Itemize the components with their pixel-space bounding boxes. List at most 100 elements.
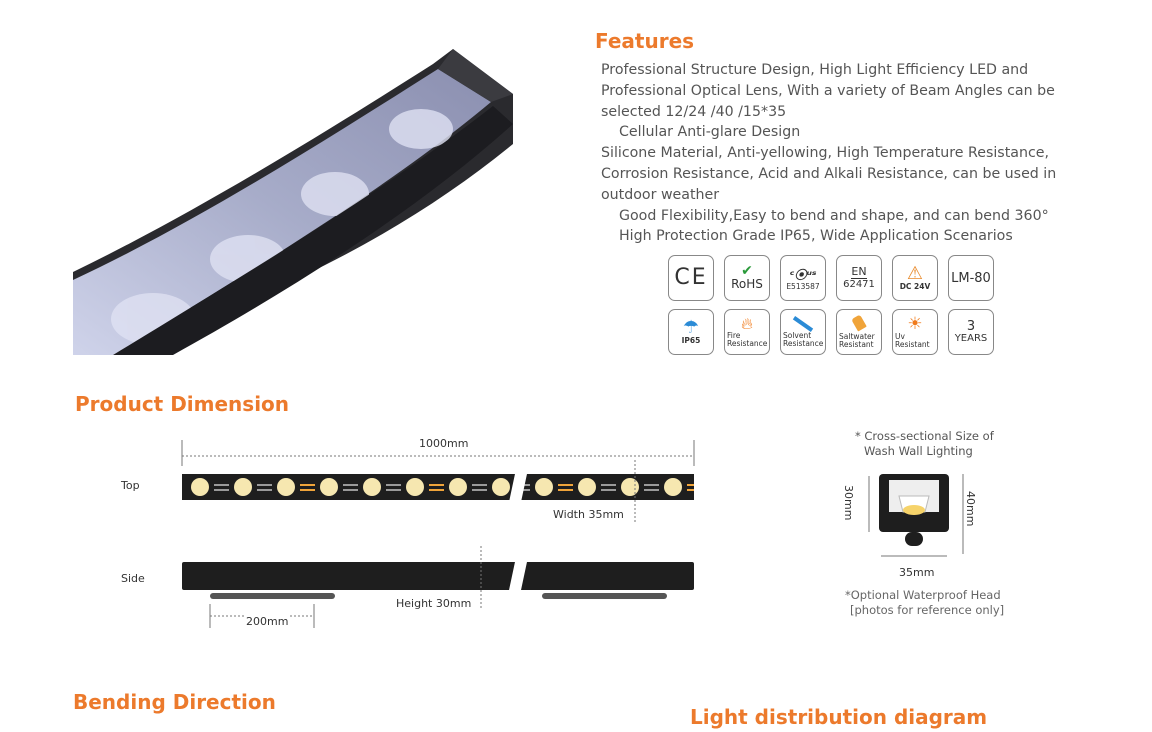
cross-width-label: 35mm: [899, 566, 935, 579]
optional-caption-line: *Optional Waterproof Head: [845, 588, 1001, 602]
lm80-badge: LM-80: [948, 255, 994, 301]
side-view-label: Side: [121, 572, 145, 585]
en-top: EN: [851, 264, 867, 279]
strip-connector: [386, 489, 401, 491]
led-chip: [234, 478, 252, 496]
ul-file-label: E513587: [786, 281, 820, 291]
height-dimension-line: [480, 546, 482, 610]
led-chip: [363, 478, 381, 496]
fire-badge: 🔥︎ Fire Resistance: [724, 309, 770, 355]
cross-caption-line: * Cross-sectional Size of: [855, 429, 994, 443]
ul-badge: ᶜ⦿ᵘˢ E513587: [780, 255, 826, 301]
width-dimension-line: [634, 460, 636, 524]
cross-height-label: 30mm: [842, 485, 855, 521]
strip-connector: [644, 484, 659, 486]
features-list: Professional Structure Design, High Ligh…: [601, 60, 1071, 247]
strip-connector: [300, 489, 315, 491]
pipette-icon: [792, 316, 814, 332]
strip-connector: [343, 489, 358, 491]
rohs-label: RoHS: [731, 277, 763, 291]
ip65-badge: ☂ IP65: [668, 309, 714, 355]
strip-connector: [644, 489, 659, 491]
features-title: Features: [595, 29, 695, 53]
uv-label-2: Resistant: [895, 339, 930, 349]
lm80-label: LM-80: [951, 270, 991, 286]
strip-connector: [257, 484, 272, 486]
strip-connector: [386, 484, 401, 486]
dimension-title: Product Dimension: [75, 392, 290, 416]
feature-line: Silicone Material, Anti-yellowing, High …: [601, 145, 1057, 203]
led-chip: [492, 478, 510, 496]
top-view-strip: [182, 474, 702, 500]
strip-connector: [601, 484, 616, 486]
light-distribution-title: Light distribution diagram: [690, 705, 988, 729]
check-icon: ✔: [741, 263, 753, 279]
ip65-label: IP65: [681, 336, 701, 345]
warranty-unit: YEARS: [954, 333, 988, 344]
length-label: 1000mm: [417, 437, 471, 450]
sun-icon: ☀: [907, 313, 923, 334]
strip-connector: [429, 489, 444, 491]
saltwater-label-1: Saltwater: [839, 331, 875, 341]
top-view-label: Top: [121, 479, 140, 492]
uv-badge: ☀ Uv Resistant: [892, 309, 938, 355]
strip-connector: [601, 489, 616, 491]
led-chip: [277, 478, 295, 496]
optional-caption: *Optional Waterproof Head [photos for re…: [845, 588, 1005, 618]
feature-line: Good Flexibility,Easy to bend and shape,…: [619, 207, 1049, 224]
warranty-number: 3: [966, 319, 976, 334]
strip-connector: [257, 489, 272, 491]
strip-connector: [687, 484, 702, 486]
strip-connector: [343, 484, 358, 486]
uv-label-1: Uv: [895, 331, 905, 341]
led-chip: [621, 478, 639, 496]
bending-title: Bending Direction: [73, 690, 276, 714]
led-chip: [535, 478, 553, 496]
side-view-strip: [182, 562, 694, 590]
fire-label-2: Resistance: [727, 339, 768, 348]
cross-total-label: 40mm: [964, 491, 977, 527]
strip-connector: [429, 484, 444, 486]
saltwater-badge: Saltwater Resistant: [836, 309, 882, 355]
strip-connector: [687, 489, 702, 491]
optional-caption-line: [photos for reference only]: [850, 603, 1005, 617]
ul-icon: ᶜ⦿ᵘˢ: [789, 267, 817, 282]
en-bottom: 62471: [843, 278, 875, 290]
lead-cable-left: [210, 593, 335, 599]
salt-shaker-icon: [851, 313, 867, 332]
width-label: Width 35mm: [553, 508, 624, 521]
led-chip: [578, 478, 596, 496]
strip-connector: [472, 484, 487, 486]
led-chip: [449, 478, 467, 496]
flame-icon: 🔥︎: [741, 314, 753, 333]
fire-label-1: Fire: [727, 331, 741, 340]
lead-cable-right: [542, 593, 667, 599]
strip-connector: [214, 489, 229, 491]
umbrella-icon: ☂: [682, 317, 700, 338]
lead-label: 200mm: [244, 615, 291, 628]
warning-icon: ⚠: [906, 263, 924, 284]
en-badge: EN 62471: [836, 255, 882, 301]
solvent-badge: Solvent Resistance: [780, 309, 826, 355]
cross-section-drawing: [868, 474, 964, 557]
solvent-label-1: Solvent: [783, 331, 812, 340]
feature-line: Professional Structure Design, High Ligh…: [601, 62, 1055, 120]
led-chip: [320, 478, 338, 496]
led-chip: [406, 478, 424, 496]
product-photo: [73, 14, 520, 355]
dc-badge: ⚠ DC 24V: [892, 255, 938, 301]
cross-caption-line: Wash Wall Lighting: [864, 444, 973, 458]
strip-connector: [214, 484, 229, 486]
ce-badge: CE: [668, 255, 714, 301]
solvent-label-2: Resistance: [783, 339, 824, 348]
led-chip: [664, 478, 682, 496]
saltwater-label-2: Resistant: [839, 339, 874, 349]
strip-connector: [558, 489, 573, 491]
height-label: Height 30mm: [396, 597, 472, 610]
led-chip: [191, 478, 209, 496]
feature-line: Cellular Anti-glare Design: [619, 124, 801, 141]
warranty-badge: 3 YEARS: [948, 309, 994, 355]
strip-connector: [558, 484, 573, 486]
strip-connector: [300, 484, 315, 486]
ce-label: CE: [674, 265, 708, 290]
